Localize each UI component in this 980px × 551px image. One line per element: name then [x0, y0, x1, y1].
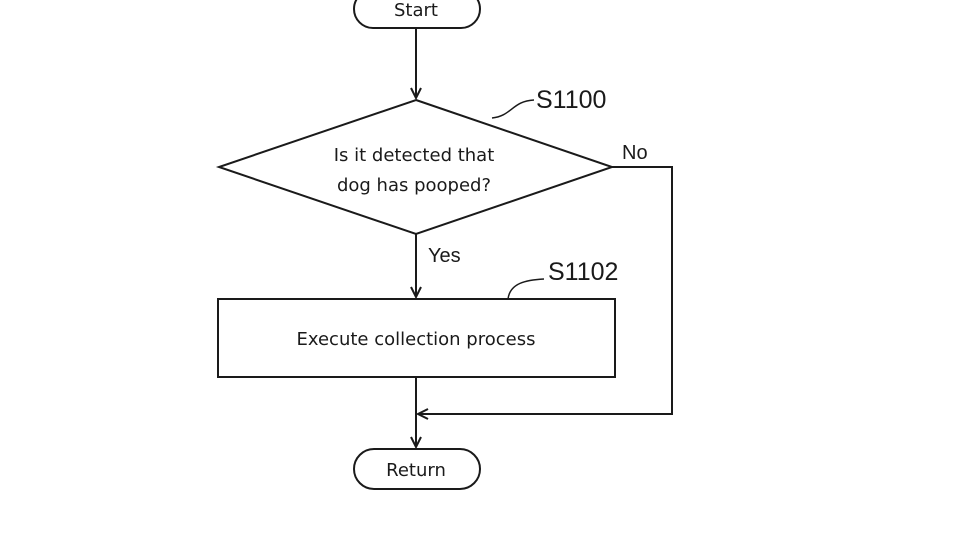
return-terminal-shape	[353, 448, 481, 490]
decision-step-leader	[491, 99, 535, 119]
start-label: Start	[394, 0, 438, 21]
decision-diamond-shape	[215, 98, 616, 236]
decision-node: Is it detected that dog has pooped?	[215, 98, 616, 236]
decision-text-line1: Is it detected that	[334, 145, 495, 166]
decision-step-label: S1100	[536, 86, 606, 114]
process-text: Execute collection process	[297, 329, 536, 350]
process-box-shape	[217, 298, 616, 378]
return-terminal: Return	[353, 448, 481, 490]
return-label: Return	[386, 460, 446, 481]
no-branch-label: No	[622, 142, 648, 164]
yes-branch-label: Yes	[428, 245, 461, 267]
start-terminal: Start	[353, 0, 481, 29]
decision-text-line2: dog has pooped?	[337, 175, 491, 196]
process-node: Execute collection process	[217, 298, 616, 378]
process-step-leader	[507, 278, 545, 300]
process-step-label: S1102	[548, 258, 618, 286]
arrow-no-to-return	[418, 166, 673, 414]
